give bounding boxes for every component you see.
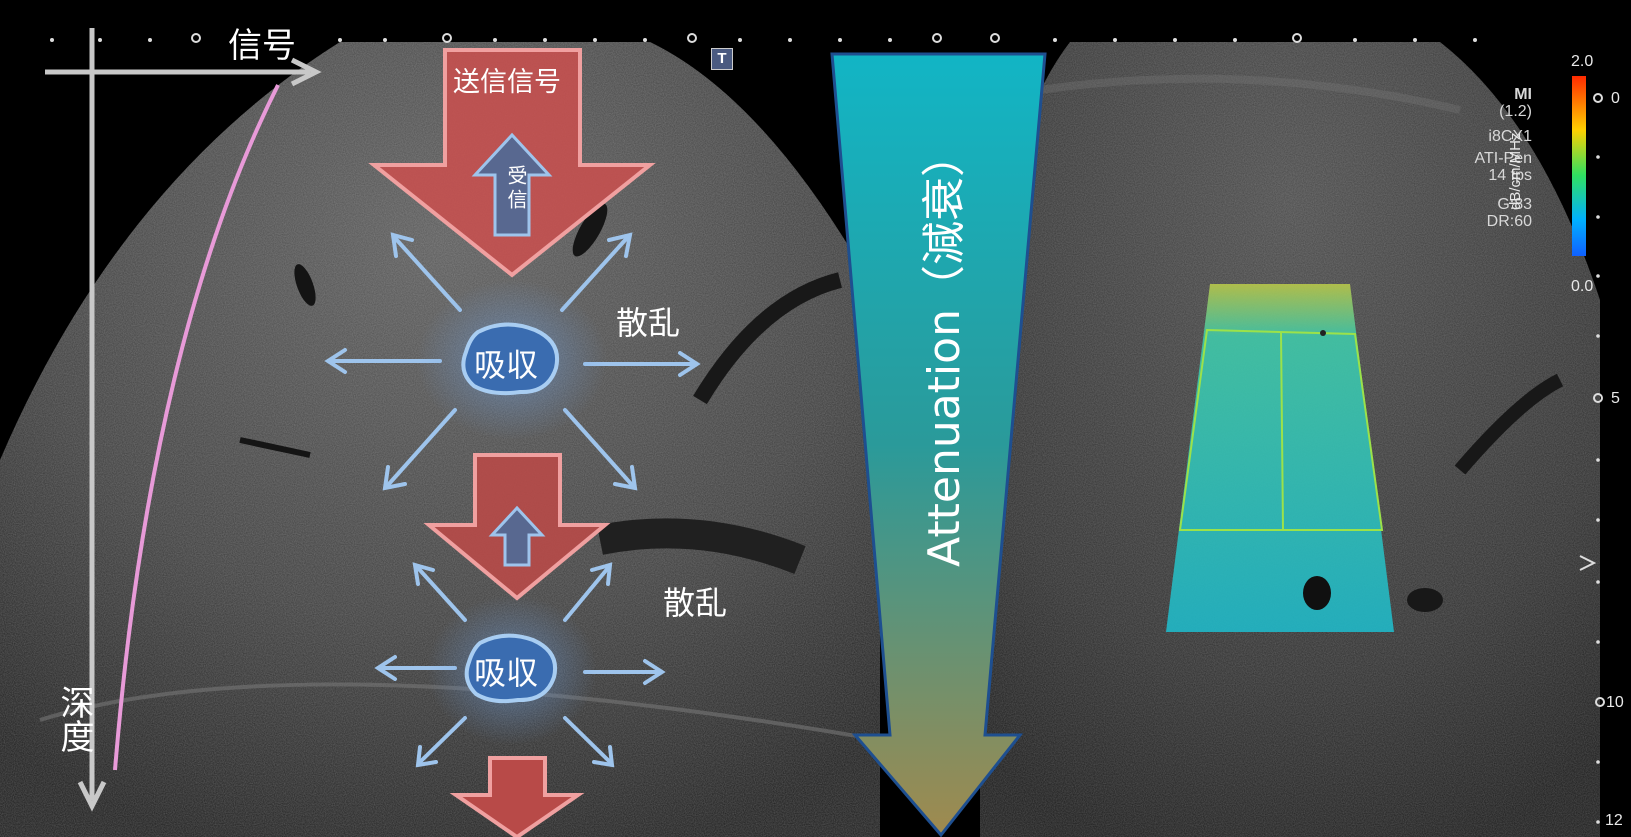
color-scale-unit: dB/cm/MHz [1507, 95, 1524, 210]
dynamic-range-value: DR:60 [1422, 213, 1532, 230]
absorption-label-2: 吸収 [474, 648, 538, 694]
depth-tick-12: 12 [1605, 812, 1623, 830]
attenuation-color-bar [1572, 76, 1586, 256]
receive-label: 受信 [502, 165, 531, 213]
color-scale-min: 0.0 [1571, 278, 1593, 296]
depth-tick-0: 0 [1611, 90, 1620, 108]
scattering-label-2: 散乱 [663, 578, 727, 624]
signal-label: 信号 [228, 18, 296, 67]
transmit-signal-label: 送信信号 [453, 60, 561, 99]
attenuation-label: Attenuation（減衰） [908, 133, 972, 567]
left-ultrasound-image [0, 42, 880, 837]
color-scale-max: 2.0 [1571, 53, 1593, 71]
absorption-label-1: 吸収 [474, 340, 538, 386]
depth-tick-5: 5 [1611, 390, 1620, 408]
depth-label: 深度 [50, 685, 99, 753]
t-marker: T [711, 48, 733, 70]
scattering-label-1: 散乱 [616, 298, 680, 344]
depth-tick-10: 10 [1606, 694, 1624, 712]
